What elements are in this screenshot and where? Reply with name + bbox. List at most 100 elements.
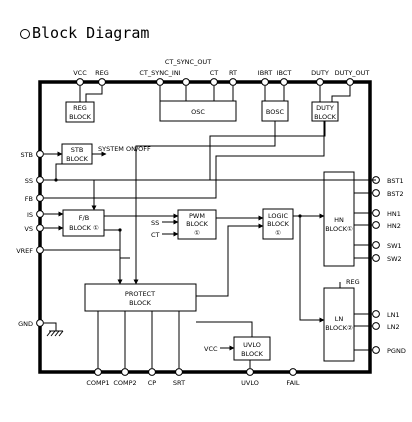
bottom-pins: COMP1 COMP2 CP SRT UVLO FAIL bbox=[86, 368, 300, 387]
pin-label: IBCT bbox=[277, 69, 292, 77]
reg-block-label: BLOCK bbox=[69, 113, 92, 121]
title-text: Block Diagram bbox=[32, 24, 150, 42]
top-pins: VCC REG CT_SYNC_INI CT_SYNC_OUT CT RT IB… bbox=[73, 58, 370, 86]
pin-ct-sync-ini: CT_SYNC_INI bbox=[139, 69, 181, 86]
ln-block bbox=[323, 287, 355, 362]
protect-block-label: BLOCK bbox=[129, 299, 152, 307]
pin-label: REG bbox=[95, 69, 109, 77]
pin-uvlo: UVLO bbox=[241, 368, 259, 387]
pin-label: IBRT bbox=[258, 69, 272, 77]
pwm-block bbox=[177, 209, 217, 240]
pin-label: FAIL bbox=[286, 379, 300, 387]
pin-label: SRT bbox=[173, 379, 185, 387]
logic-block-label: ① bbox=[275, 229, 281, 237]
pin-comp2: COMP2 bbox=[113, 368, 137, 387]
fb-block bbox=[62, 209, 105, 237]
pin-ln2: LN2 bbox=[372, 322, 400, 331]
pin-label: IS bbox=[27, 211, 33, 219]
pin-rt: RT bbox=[229, 69, 237, 86]
pin-label: SS bbox=[25, 177, 33, 185]
logic-block-label: BLOCK bbox=[267, 220, 290, 228]
protect-block bbox=[84, 283, 197, 312]
ln-block-label: LN bbox=[335, 315, 344, 323]
pwm-block-label: ① bbox=[194, 229, 200, 237]
pin-ss: SS bbox=[25, 176, 44, 185]
pin-label: RT bbox=[229, 69, 237, 77]
pin-label: CT_SYNC_INI bbox=[139, 69, 180, 77]
pin-ibrt: IBRT bbox=[258, 69, 272, 86]
pin-label: GND bbox=[18, 320, 33, 328]
pin-vcc-top: VCC bbox=[73, 69, 87, 86]
pin-vs: VS bbox=[24, 224, 44, 233]
pin-label: VS bbox=[24, 225, 33, 233]
pin-reg-top: REG bbox=[95, 69, 109, 86]
circle-icon bbox=[20, 29, 30, 39]
duty-block-label: DUTY bbox=[316, 104, 334, 112]
pwm-block-label: PWM bbox=[189, 212, 205, 220]
uvlo-block-label: BLOCK bbox=[241, 350, 264, 358]
pin-label: BST1 bbox=[387, 177, 404, 185]
pin-ibct: IBCT bbox=[277, 69, 292, 86]
junction-dots bbox=[54, 178, 302, 232]
pin-label: VCC bbox=[73, 69, 87, 77]
hn-block bbox=[323, 171, 355, 267]
fb-block-label: F/B bbox=[79, 214, 89, 222]
hn-block-label: BLOCK① bbox=[325, 225, 353, 233]
bosc-block-label: BOSC bbox=[266, 108, 285, 116]
pin-is: IS bbox=[27, 210, 44, 219]
pin-bst2: BST2 bbox=[372, 189, 404, 198]
pin-label: SW1 bbox=[387, 242, 402, 250]
pin-srt: SRT bbox=[173, 368, 185, 387]
ln-reg-label: REG bbox=[346, 278, 360, 286]
pin-label: HN1 bbox=[387, 210, 401, 218]
pin-stb: STB bbox=[20, 150, 44, 159]
osc-block bbox=[159, 100, 237, 122]
pin-hn2: HN2 bbox=[372, 221, 401, 230]
pin-vref: VREF bbox=[16, 246, 44, 255]
pin-label: COMP1 bbox=[86, 379, 109, 387]
pin-label: SW2 bbox=[387, 255, 402, 263]
fb-block-label: BLOCK ① bbox=[69, 224, 99, 232]
pin-sw2: SW2 bbox=[372, 254, 402, 263]
osc-block-label: OSC bbox=[191, 108, 205, 116]
system-onoff-label: SYSTEM ON/OFF bbox=[98, 145, 151, 153]
pin-label: LN2 bbox=[387, 323, 400, 331]
stb-block-label: BLOCK bbox=[66, 155, 89, 163]
stb-block-label: STB bbox=[71, 146, 84, 154]
pin-gnd: GND bbox=[18, 319, 44, 328]
pin-label: PGND bbox=[387, 347, 406, 355]
pin-label: LN1 bbox=[387, 311, 400, 319]
pin-sw1: SW1 bbox=[372, 241, 402, 250]
pin-fail: FAIL bbox=[286, 368, 300, 387]
reg-block-label: REG bbox=[73, 104, 87, 112]
uvlo-vcc-label: VCC bbox=[204, 345, 218, 353]
wiring bbox=[44, 86, 376, 368]
pin-comp1: COMP1 bbox=[86, 368, 110, 387]
pin-label: DUTY bbox=[311, 69, 329, 77]
protect-block-label: PROTECT bbox=[125, 290, 155, 298]
pin-hn1: HN1 bbox=[372, 209, 401, 218]
pin-label: BST2 bbox=[387, 190, 404, 198]
logic-block-label: LOGIC bbox=[268, 212, 288, 220]
right-pins: BST1 BST2 HN1 HN2 SW1 SW2 LN1 LN2 bbox=[372, 176, 406, 355]
duty-block-label: BLOCK bbox=[314, 113, 337, 121]
pin-label: CP bbox=[148, 379, 157, 387]
pin-label: FB bbox=[25, 195, 33, 203]
pin-label: DUTY_OUT bbox=[335, 69, 370, 77]
pin-label: COMP2 bbox=[113, 379, 136, 387]
pin-label: CT_SYNC_OUT bbox=[165, 58, 211, 66]
pin-ct-sync-out: CT_SYNC_OUT bbox=[165, 58, 211, 86]
pin-label: UVLO bbox=[241, 379, 259, 387]
pwm-ct-label: CT bbox=[151, 231, 160, 239]
diagram-title: Block Diagram bbox=[20, 24, 149, 42]
pin-pgnd: PGND bbox=[372, 346, 406, 355]
ln-block-label: BLOCK② bbox=[325, 324, 353, 332]
pin-label: HN2 bbox=[387, 222, 401, 230]
pin-ln1: LN1 bbox=[372, 310, 400, 319]
pin-duty: DUTY bbox=[311, 69, 329, 86]
pin-duty-out: DUTY_OUT bbox=[335, 69, 370, 86]
uvlo-block-label: UVLO bbox=[243, 341, 261, 349]
pin-fb: FB bbox=[25, 194, 44, 203]
hn-block-label: HN bbox=[334, 216, 344, 224]
